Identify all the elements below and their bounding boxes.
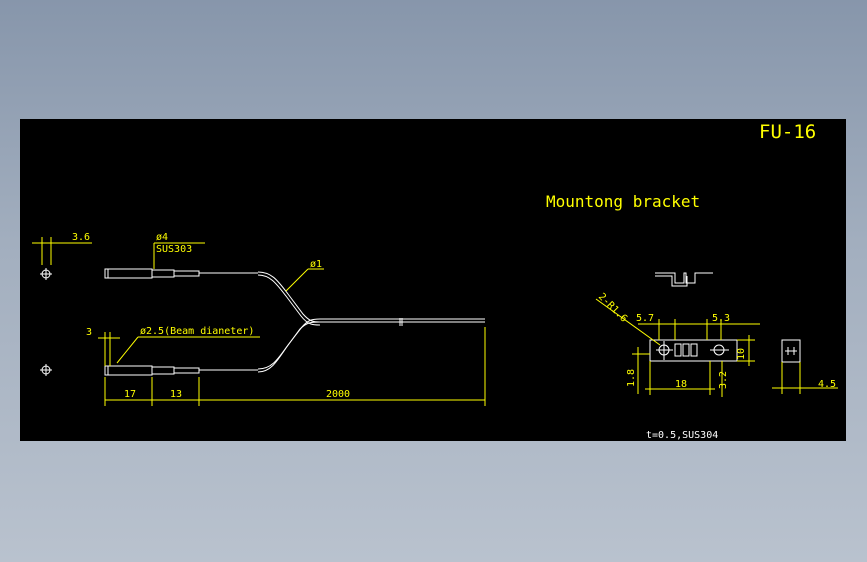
dim-5-7: 5.7 [636, 313, 654, 324]
material-note: t=0.5,SUS304 [646, 430, 718, 441]
bracket-profile [655, 272, 713, 287]
dim-18: 18 [675, 379, 687, 390]
dim-17: 17 [124, 389, 136, 400]
lower-fiber-head [104, 318, 321, 376]
model-title: FU-16 [759, 121, 816, 143]
dim-5-3: 5.3 [712, 313, 730, 324]
dim-13: 13 [170, 389, 182, 400]
end-view-bottom [40, 364, 52, 376]
upper-fiber-head [104, 268, 485, 326]
dim-4-5: 4.5 [818, 379, 836, 390]
dim-phi4: ø4 [156, 232, 168, 243]
dim-2000: 2000 [326, 389, 350, 400]
dim-3-6-label: 3.6 [72, 232, 90, 243]
dim-3: 3 [86, 327, 92, 338]
dim-3-6: 3.6 [32, 232, 92, 265]
dim-phi25: ø2.5(Beam dianeter) [140, 326, 254, 337]
dim-1-8: 1.8 [626, 369, 637, 387]
bracket-side-view [781, 339, 801, 363]
drawing-canvas: FU-16 Mountong bracket 3.6 ø4 SUS303 ø1 [32, 121, 838, 441]
bracket-title: Mountong bracket [546, 192, 700, 211]
dim-sus303: SUS303 [156, 244, 192, 255]
cad-viewport[interactable]: FU-16 Mountong bracket 3.6 ø4 SUS303 ø1 [20, 119, 846, 441]
dim-10: 10 [736, 348, 747, 360]
dim-phi1: ø1 [310, 259, 322, 270]
end-view-top [40, 268, 52, 280]
dim-chain-bottom: 17 13 2000 [104, 327, 486, 406]
bracket-front-view [649, 339, 738, 362]
dim-3-2: 3.2 [718, 371, 729, 389]
